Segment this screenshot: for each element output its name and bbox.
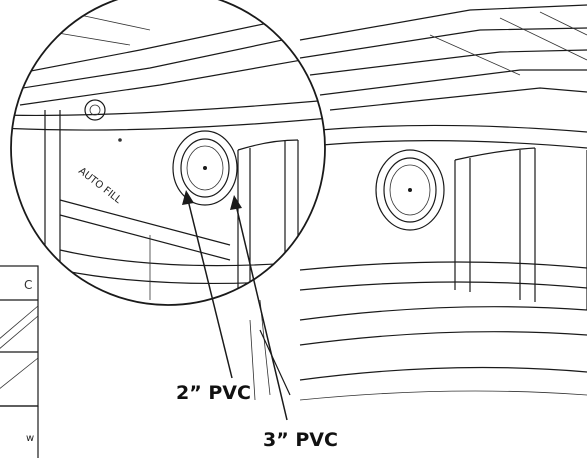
label-2-inch-pvc: 2” PVC <box>176 382 251 404</box>
partial-table: C w <box>0 265 39 458</box>
auto-fill-port <box>172 130 238 206</box>
label-3-inch-pvc: 3” PVC <box>263 429 338 451</box>
magnified-detail <box>11 9 325 300</box>
table-header-letter: C <box>24 278 32 292</box>
table-footer-letter: w <box>26 433 34 444</box>
callout-arrows <box>182 190 288 421</box>
tank-housing-background <box>249 4 587 401</box>
magnifier-outline <box>10 0 326 306</box>
magnifier-fill <box>11 0 325 305</box>
background-fill-port <box>375 149 445 231</box>
